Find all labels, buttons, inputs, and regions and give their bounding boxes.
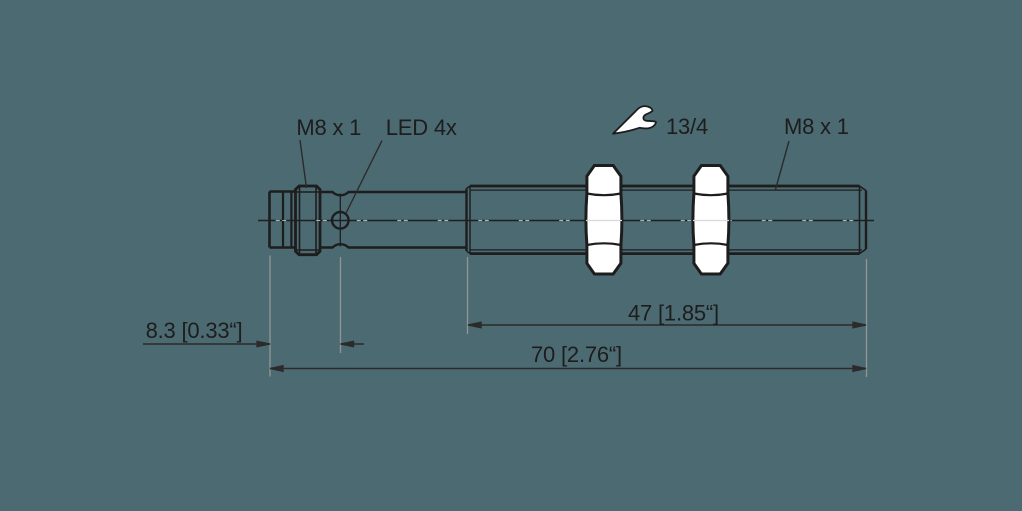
svg-text:M8 x 1: M8 x 1 — [784, 114, 849, 139]
svg-text:M8 x 1: M8 x 1 — [296, 115, 361, 140]
svg-text:LED 4x: LED 4x — [386, 115, 457, 140]
svg-text:70 [2.76“]: 70 [2.76“] — [531, 342, 622, 367]
svg-text:8.3 [0.33“]: 8.3 [0.33“] — [146, 318, 243, 343]
svg-text:13/4: 13/4 — [666, 114, 708, 139]
svg-text:47 [1.85“]: 47 [1.85“] — [628, 301, 719, 326]
